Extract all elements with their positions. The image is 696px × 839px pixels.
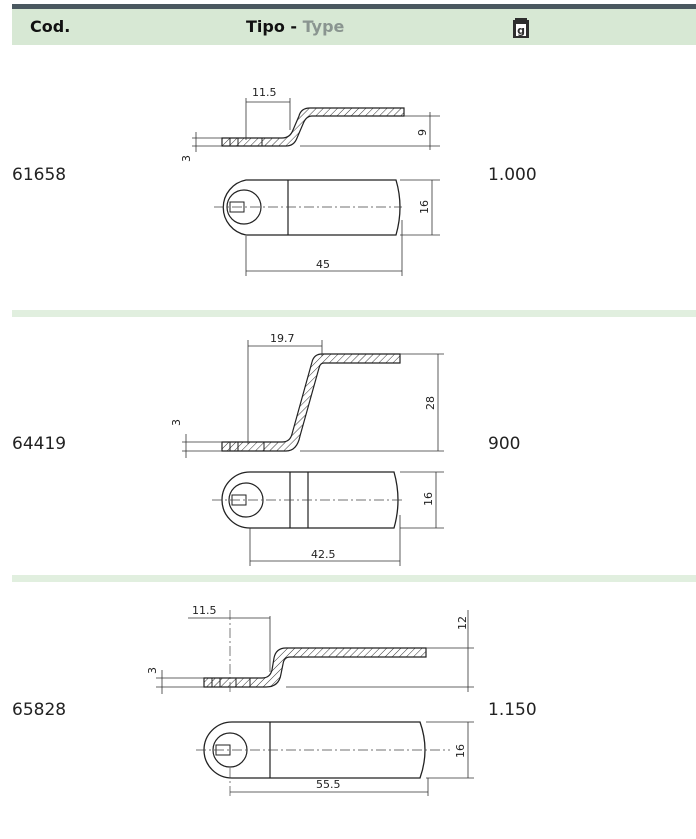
dim-3-d3: 3 — [146, 667, 159, 674]
row-separator-1 — [12, 310, 696, 317]
dim-1-d4: 16 — [418, 200, 431, 214]
drawing-65828: 3 11.5 12 16 55.5 — [146, 604, 474, 796]
dim-2-d4: 16 — [422, 492, 435, 506]
dim-1-d5: 45 — [316, 258, 330, 271]
item-weight-3: 1.150 — [488, 700, 537, 720]
weight-icon-letter: g — [517, 24, 525, 37]
dim-1-d3: 3 — [180, 155, 193, 162]
dim-2-d5: 42.5 — [311, 548, 336, 561]
dim-3-d5: 55.5 — [316, 778, 341, 791]
item-weight-1: 1.000 — [488, 165, 537, 185]
dim-1-d1: 11.5 — [252, 86, 277, 99]
dim-3-d4: 16 — [454, 744, 467, 758]
weight-g-icon: g — [512, 16, 530, 38]
drawing-61658: 3 11.5 9 16 45 — [180, 86, 440, 276]
dim-2-d1: 19.7 — [270, 332, 295, 345]
dim-2-d3: 3 — [170, 419, 183, 426]
item-code-3: 65828 — [12, 700, 67, 720]
row-separator-2 — [12, 575, 696, 582]
drawing-64419: 3 19.7 28 16 42.5 — [170, 332, 444, 566]
item-code-2: 64419 — [12, 434, 67, 454]
header-type-it: Tipo - — [246, 17, 303, 36]
table-header: Cod. Tipo - Type g — [12, 9, 696, 45]
item-code-1: 61658 — [12, 165, 67, 185]
dim-3-d1: 11.5 — [192, 604, 217, 617]
header-top-rule — [12, 4, 696, 9]
header-type: Tipo - Type — [246, 9, 344, 45]
item-weight-2: 900 — [488, 434, 521, 454]
dim-1-d2: 9 — [416, 129, 429, 136]
dim-2-d2: 28 — [424, 396, 437, 410]
dim-3-d2: 12 — [456, 616, 469, 630]
header-code: Cod. — [30, 17, 71, 36]
header-type-en: Type — [302, 17, 345, 36]
